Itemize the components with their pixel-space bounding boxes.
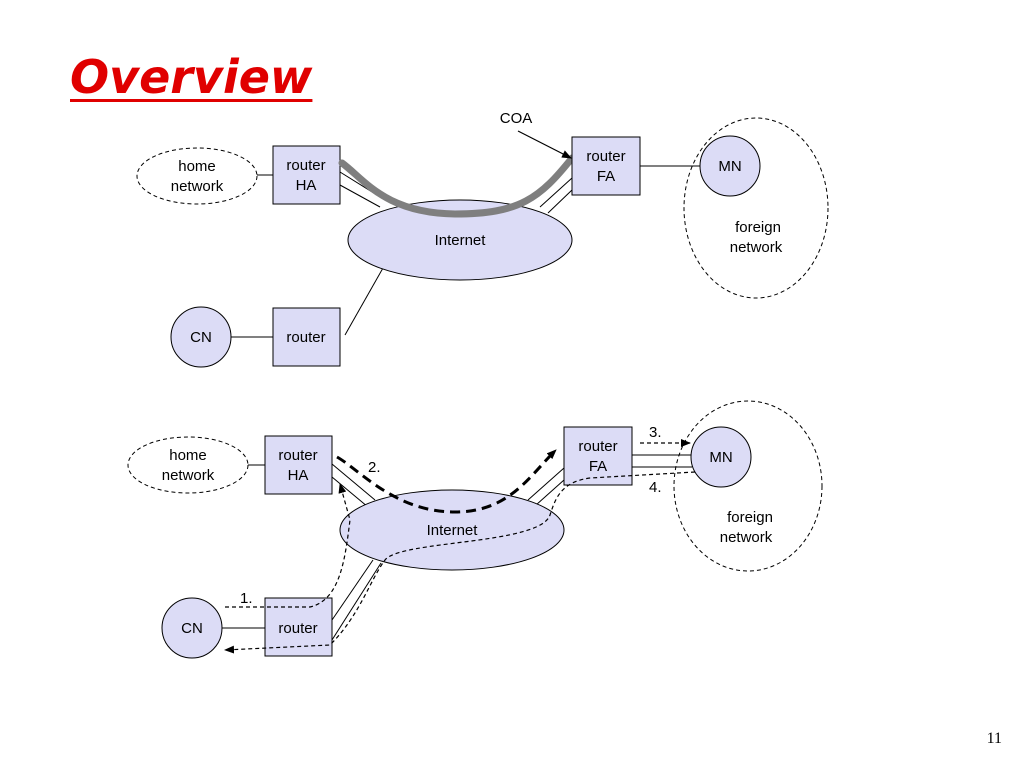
router-fa-label-2-2: FA — [589, 458, 607, 475]
foreign-network-label-2-1: foreign — [727, 509, 773, 526]
router-fa-label-2: FA — [597, 168, 615, 185]
foreign-network-label-2: network — [730, 239, 783, 256]
diagram-bottom: home network router HA Internet router F… — [127, 400, 823, 659]
internet-cloud-2 — [339, 489, 565, 571]
diagram-top: home network router HA Internet router F… — [136, 110, 829, 368]
line-internet-to-fa-2 — [547, 189, 573, 214]
cn-node-2 — [161, 597, 223, 659]
step4-label: 4. — [649, 479, 662, 496]
slide-title: Overview — [70, 50, 313, 104]
router-ha-label-2-2: HA — [288, 467, 309, 484]
line-ha-to-internet-2a — [331, 463, 376, 501]
cn-label-2: CN — [181, 620, 203, 637]
internet-cloud — [347, 199, 573, 281]
step3-label: 3. — [649, 424, 662, 441]
page-number: 11 — [986, 730, 1002, 747]
router-ha-box-2 — [264, 435, 333, 495]
home-network-label-2-2: network — [162, 467, 215, 484]
mn-label: MN — [718, 158, 741, 175]
router-fa-box-2 — [563, 426, 633, 486]
tunnel-path — [338, 154, 576, 218]
line-router-to-internet — [344, 267, 384, 336]
step1-label: 1. — [240, 590, 253, 607]
home-network-label-2: network — [171, 178, 224, 195]
line-internet-to-fa-2a — [527, 467, 565, 501]
mn-node — [699, 135, 761, 197]
router-fa-label-2-1: router — [578, 438, 617, 455]
mn-node-2 — [690, 426, 752, 488]
step2-path — [336, 448, 558, 514]
router-cn-box — [272, 307, 341, 367]
home-network-label-1: home — [178, 158, 216, 175]
foreign-network-cloud-2 — [673, 400, 823, 572]
coa-label: COA — [500, 110, 533, 127]
home-network-cloud — [136, 147, 258, 205]
line-ha-to-internet-1 — [339, 184, 381, 208]
router-ha-label-2-1: router — [278, 447, 317, 464]
router-cn-label-2: router — [278, 620, 317, 637]
cn-node — [170, 306, 232, 368]
router-fa-label-1: router — [586, 148, 625, 165]
home-network-cloud-2 — [127, 436, 249, 494]
router-fa-box — [571, 136, 641, 196]
step1-path — [225, 483, 351, 608]
home-network-label-2-1: home — [169, 447, 207, 464]
line-router-to-internet-2a — [331, 559, 374, 621]
foreign-network-label-2-2: network — [720, 529, 773, 546]
router-ha-label-2: HA — [296, 177, 317, 194]
router-cn-label: router — [286, 329, 325, 346]
cn-label: CN — [190, 329, 212, 346]
internet-label-2: Internet — [427, 522, 479, 539]
coa-arrow — [517, 130, 572, 159]
router-ha-box — [272, 145, 341, 205]
line-internet-to-fa-2b — [535, 479, 565, 506]
line-internet-to-fa-1 — [539, 177, 573, 208]
line-ha-to-internet-2b — [331, 476, 369, 508]
step2-label: 2. — [368, 459, 381, 476]
internet-label: Internet — [435, 232, 487, 249]
foreign-network-label-1: foreign — [735, 219, 781, 236]
mn-label-2: MN — [709, 449, 732, 466]
step4-path — [224, 471, 696, 654]
foreign-network-cloud — [683, 117, 829, 299]
router-ha-label-1: router — [286, 157, 325, 174]
line-router-to-internet-2b — [331, 562, 382, 641]
